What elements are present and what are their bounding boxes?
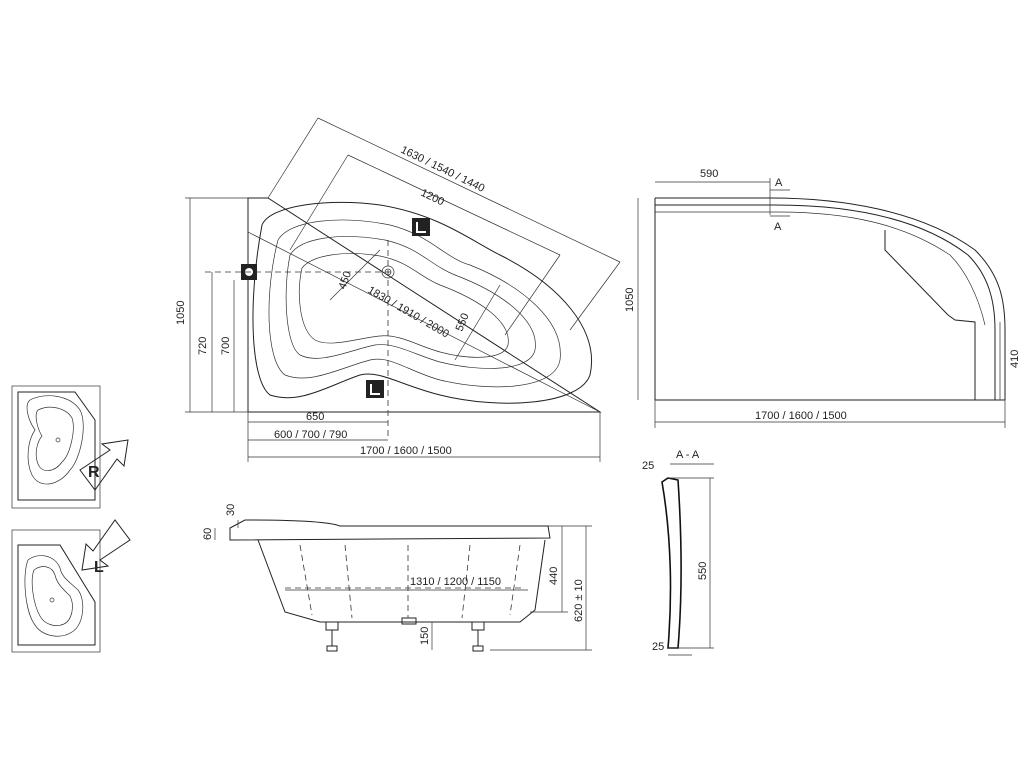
front-rim-30: 30	[225, 504, 237, 516]
panel-height-410: 410	[1009, 350, 1021, 368]
variant-left: L	[11, 519, 131, 653]
top-depth-700: 700	[220, 337, 232, 355]
section-bottom-25: 25	[652, 641, 664, 653]
top-inner-length: 1200	[419, 187, 446, 209]
section-view: A - A 25 550 25	[642, 449, 714, 656]
top-drain-650: 650	[306, 411, 324, 423]
panel-length: 1700 / 1600 / 1500	[755, 410, 847, 422]
variant-right-label: R	[88, 464, 100, 481]
top-drain-offset: 600 / 700 / 790	[274, 429, 347, 441]
section-title: A - A	[676, 449, 700, 461]
front-rim-60: 60	[202, 528, 214, 540]
top-diag-inner: 1830 / 1910 / 2000	[366, 284, 451, 340]
front-inner-length: 1310 / 1200 / 1150	[410, 576, 501, 588]
front-depth-440: 440	[548, 567, 560, 585]
front-leg-150: 150	[419, 627, 431, 645]
top-inner-450: 450	[337, 270, 355, 291]
panel-section-mark-top: A	[775, 177, 783, 189]
top-depth-720: 720	[197, 337, 209, 355]
top-diag-length: 1630 / 1540 / 1440	[399, 144, 487, 195]
panel-width-590: 590	[700, 168, 718, 180]
front-view: 30 60 1310 / 1200 / 1150 440 620 ± 10 15…	[202, 504, 592, 652]
panel-height-1050: 1050	[624, 288, 636, 312]
top-depth-1050: 1050	[175, 301, 187, 325]
variant-right: R	[11, 385, 129, 509]
front-height-total: 620 ± 10	[573, 579, 585, 622]
top-length: 1700 / 1600 / 1500	[360, 445, 452, 457]
panel-view: 590 A A 1050 410 1700 / 1600 / 1500	[624, 168, 1021, 428]
top-inner-550: 550	[454, 312, 472, 334]
panel-section-mark-bottom: A	[774, 221, 782, 233]
section-height-550: 550	[697, 562, 709, 580]
variant-left-label: L	[94, 559, 104, 576]
section-top-25: 25	[642, 460, 654, 472]
top-view: 1630 / 1540 / 1440 1200 1050 720 700 450…	[175, 117, 621, 462]
